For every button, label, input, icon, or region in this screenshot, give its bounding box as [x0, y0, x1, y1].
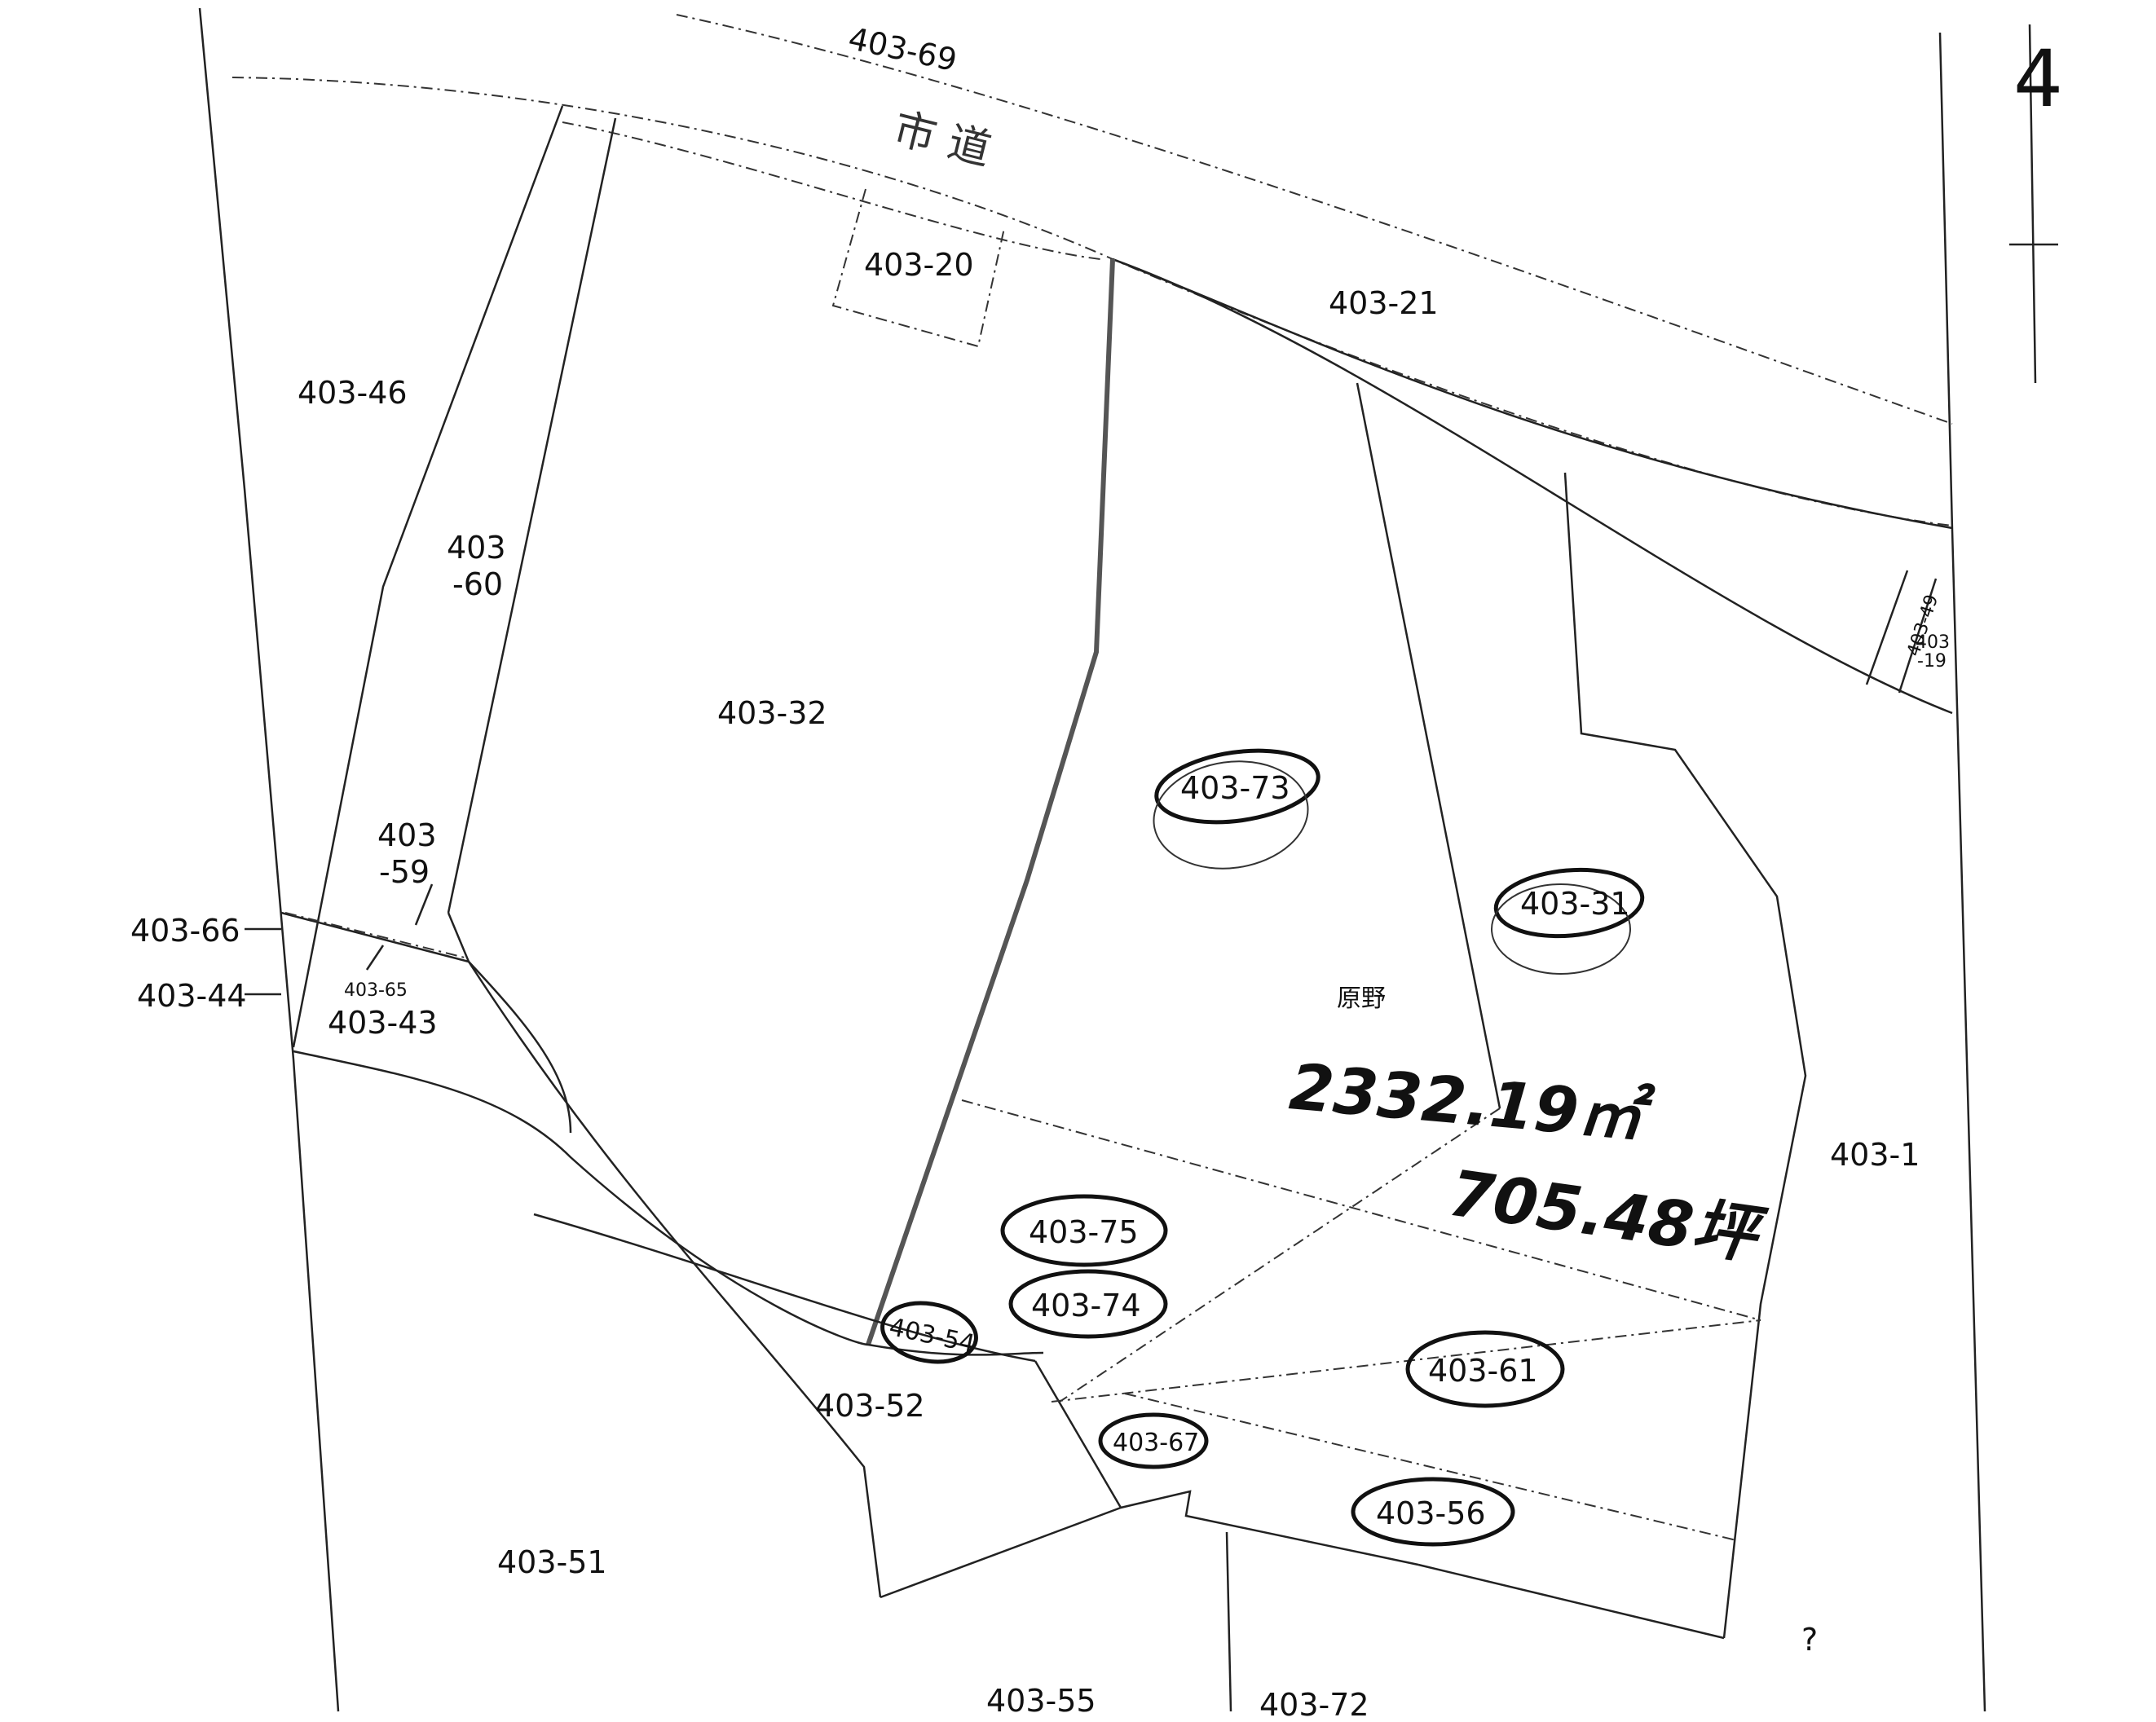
road-edge-south [1112, 258, 1953, 715]
east-lot-boundary [1563, 472, 1807, 1639]
north-arrow-line [2028, 24, 2037, 384]
label-403-43: 403-43 [328, 1005, 438, 1041]
parcel-67-south [1120, 1490, 1419, 1566]
parcel-73-31-divider [1356, 382, 1501, 1109]
parcel-74-diag [1059, 1108, 1501, 1403]
parcel-51-east [467, 961, 882, 1598]
arrow-59 [414, 883, 434, 926]
label-403-21: 403-21 [1329, 285, 1439, 321]
parcel-49-west [1865, 570, 1909, 685]
label-403-61: 403-61 [1428, 1353, 1538, 1389]
label-403-67: 403-67 [1113, 1429, 1199, 1457]
circle-61 [1405, 1330, 1565, 1408]
scribble-73 [1153, 760, 1309, 870]
label-403-60-bottom: -60 [452, 566, 503, 602]
label-403-59-top: 403 [377, 817, 437, 853]
label-403-44: 403-44 [137, 978, 247, 1014]
road-upper-edge [231, 77, 1953, 526]
west-boundary [198, 7, 340, 1712]
parcel-20-box [831, 188, 1005, 348]
label-403-60-top: 403 [447, 530, 506, 566]
parcel-54-bottom [867, 1343, 1044, 1356]
circle-54 [880, 1301, 978, 1364]
area-tsubo-handwritten: 705.48坪 [1444, 1157, 1770, 1275]
parcel-56-north [1124, 1393, 1737, 1541]
road-edge-lower [1112, 258, 1953, 530]
label-403-46: 403-46 [298, 375, 408, 411]
label-403-32: 403-32 [717, 695, 827, 731]
parcel-49-east [1898, 578, 1938, 694]
label-403-73: 403-73 [1180, 770, 1290, 806]
parcel-56-south [1417, 1563, 1725, 1640]
scribble-31 [1491, 883, 1631, 975]
arrow-65 [365, 945, 385, 971]
label-403-1: 403-1 [1830, 1137, 1920, 1173]
label-403-52: 403-52 [815, 1388, 925, 1424]
parcel-32-sw-curve [468, 961, 572, 1134]
parcel-66-line [284, 912, 465, 958]
north-mark-label: 4 [2013, 33, 2063, 125]
label-403-31: 403-31 [1520, 886, 1630, 922]
parcel-59-sep [280, 911, 471, 963]
road-name-label: 市 道 [888, 104, 995, 175]
label-403-69: 403-69 [845, 20, 960, 78]
land-type-label: 原野 [1337, 984, 1386, 1013]
label-403-59-bottom: -59 [379, 854, 430, 890]
parcel-43-south [293, 1050, 869, 1346]
label-403-51: 403-51 [497, 1544, 607, 1580]
label-403-65: 403-65 [344, 980, 408, 1001]
circle-56 [1351, 1477, 1515, 1547]
parcel-72-west [1225, 1531, 1232, 1712]
parcel-60-east-edge [447, 117, 617, 914]
label-403-19-top: 403 [1916, 632, 1950, 653]
label-403-55: 403-55 [986, 1683, 1096, 1719]
label-403-66: 403-66 [130, 913, 240, 949]
label-403-74: 403-74 [1031, 1288, 1141, 1323]
east-boundary [1938, 32, 1986, 1712]
label-403-56: 403-56 [1376, 1495, 1486, 1531]
label-403-19-bottom: -19 [1917, 651, 1947, 672]
circle-31 [1493, 867, 1645, 939]
circle-67 [1098, 1412, 1209, 1469]
road-inner-edge [562, 121, 1101, 260]
road-top-edge [676, 14, 1953, 425]
parcel-60-west-edge [292, 105, 564, 1048]
question-mark: ? [1801, 1622, 1818, 1658]
label-403-72: 403-72 [1259, 1687, 1369, 1722]
circle-75 [1000, 1194, 1168, 1267]
label-403-20: 403-20 [864, 247, 974, 283]
area-sqm-handwritten: 2332.19㎡ [1286, 1050, 1656, 1156]
circle-74 [1008, 1269, 1168, 1339]
heavy-boundary [866, 258, 1115, 1345]
parcel-61-north [1051, 1319, 1761, 1403]
label-403-75: 403-75 [1029, 1214, 1139, 1250]
parcel-75-north [961, 1099, 1761, 1321]
circle-73 [1154, 748, 1320, 825]
